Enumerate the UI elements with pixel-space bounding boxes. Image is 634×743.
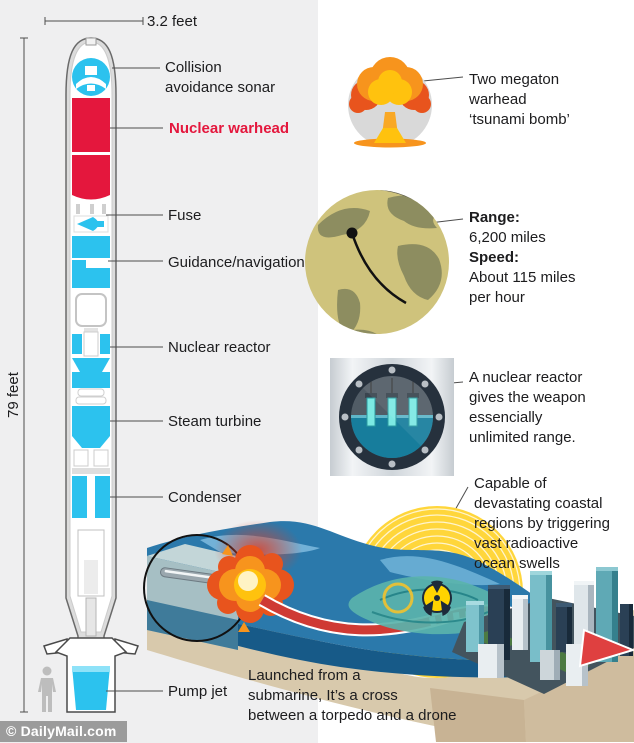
warhead-section bbox=[72, 98, 110, 200]
label-condenser: Condenser bbox=[168, 489, 242, 506]
torpedo-cutaway bbox=[38, 37, 139, 713]
reactor-section bbox=[72, 331, 110, 388]
fact-reactor-text: A nuclear reactor gives the weapon essen… bbox=[469, 369, 586, 446]
length-measure-line bbox=[20, 37, 28, 713]
label-collision-avoidance-sonar: Collision avoidance sonar bbox=[165, 59, 276, 96]
human-scale-figure bbox=[38, 666, 56, 712]
dailymail-watermark: © DailyMail.com bbox=[0, 721, 127, 742]
width-measure-line bbox=[44, 17, 144, 25]
scene-caption: Launched from a submarine, It’s a cross … bbox=[248, 667, 457, 724]
trail-arrowhead bbox=[578, 628, 634, 668]
radiation-icon bbox=[422, 580, 452, 616]
label-nuclear-warhead: Nuclear warhead bbox=[169, 120, 290, 137]
fact-warhead-text: Two megaton warhead ‘tsunami bomb’ bbox=[469, 71, 570, 128]
label-guidance-navigation: Guidance/navigation bbox=[168, 254, 305, 271]
label-pump-jet: Pump jet bbox=[168, 683, 228, 700]
label-fuse: Fuse bbox=[168, 207, 202, 224]
speed-value: About 115 miles per hour bbox=[469, 269, 576, 306]
range-label: Range: bbox=[469, 209, 520, 226]
condenser-section bbox=[72, 476, 110, 522]
fuse-section bbox=[73, 215, 109, 233]
pump-jet-nozzle bbox=[72, 666, 110, 710]
reactor-porthole-icon bbox=[330, 358, 454, 476]
explosion bbox=[207, 520, 308, 632]
speed-label: Speed: bbox=[469, 249, 520, 266]
length-label: 79 feet bbox=[5, 372, 22, 418]
coastal-blast-scene bbox=[143, 506, 634, 742]
equipment-compartment bbox=[75, 293, 107, 327]
label-steam-turbine: Steam turbine bbox=[168, 413, 262, 430]
range-value: 6,200 miles bbox=[469, 229, 546, 246]
fact-coastal-text: Capable of devastating coastal regions b… bbox=[474, 475, 610, 572]
fact-range-block: Range: 6,200 miles Speed: About 115 mile… bbox=[469, 208, 629, 308]
mushroom-cloud-icon bbox=[348, 57, 432, 148]
width-label: 3.2 feet bbox=[147, 13, 198, 30]
city-buildings bbox=[452, 567, 634, 694]
sonar-section bbox=[72, 58, 110, 96]
label-nuclear-reactor: Nuclear reactor bbox=[168, 339, 271, 356]
turbine-section bbox=[72, 388, 110, 474]
globe-icon bbox=[305, 190, 449, 334]
guidance-section bbox=[72, 236, 110, 288]
